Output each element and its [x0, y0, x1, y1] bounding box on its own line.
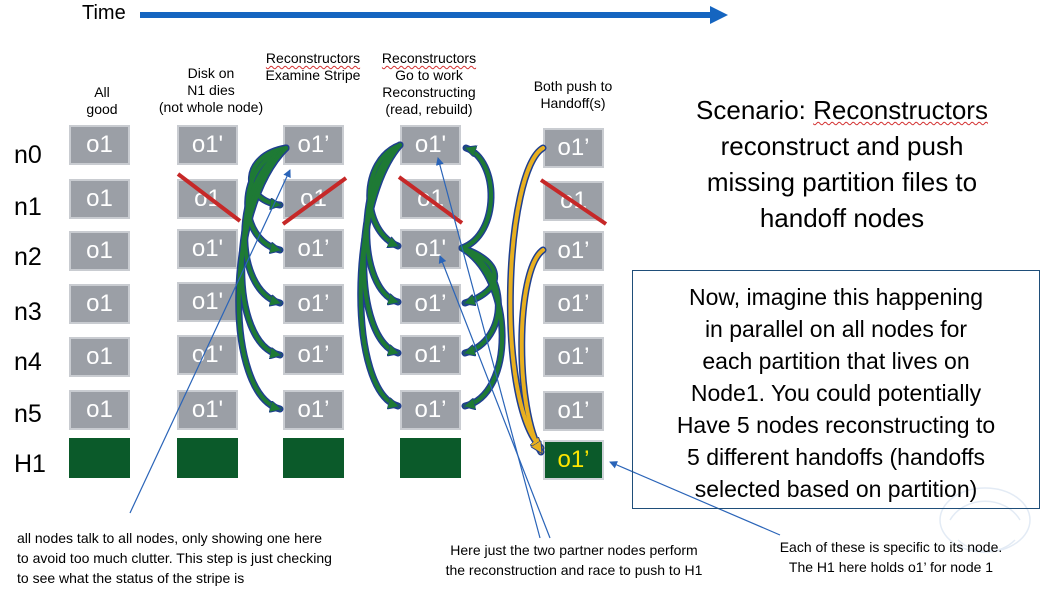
- header-line: Disk on: [187, 65, 235, 81]
- cell-c3-n5: o1’: [283, 390, 344, 430]
- scenario-word: Reconstructors: [813, 95, 988, 125]
- cell-c2-n4: o1': [177, 335, 238, 375]
- scenario-line-3: missing partition files to: [706, 167, 978, 197]
- note-partner-nodes: Here just the two partner nodes perform …: [414, 540, 734, 580]
- cell-c3-n0: o1’: [283, 125, 344, 165]
- cell-c1-n2: o1: [69, 231, 130, 271]
- cell-c1-h1: [69, 438, 130, 478]
- cell-c3-n2: o1’: [283, 229, 344, 269]
- header-line: (not whole node): [158, 99, 264, 115]
- note-line: to avoid too much clutter. This step is …: [17, 550, 332, 566]
- cell-c5-n5: o1’: [543, 391, 604, 431]
- x-mark-c4: [397, 175, 464, 225]
- cell-c4-n2: o1': [400, 229, 461, 269]
- callout-lines: [129, 157, 781, 539]
- header-line: (read, rebuild): [385, 101, 473, 117]
- cell-c2-n2: o1': [177, 229, 238, 269]
- header-line: good: [86, 101, 118, 117]
- note-line: all nodes talk to all nodes, only showin…: [17, 530, 323, 546]
- x-mark-c2: [176, 172, 242, 223]
- row-label-n1: n1: [14, 193, 42, 221]
- parallel-note-box: Now, imagine this happening in parallel …: [632, 270, 1040, 509]
- row-label-n4: n4: [14, 348, 42, 376]
- scenario-text: Scenario: Reconstructors reconstruct and…: [648, 92, 1036, 236]
- cell-c5-n0: o1’: [543, 128, 604, 168]
- header-push-handoff: Both push to Handoff(s): [514, 78, 632, 112]
- note-line: Each of these is specific to its node.: [779, 539, 1003, 555]
- cell-c4-n5: o1’: [400, 390, 461, 430]
- header-line: Examine Stripe: [265, 67, 361, 83]
- cell-c4-h1: [400, 438, 461, 478]
- cell-c1-n5: o1: [69, 390, 130, 430]
- note-line: the reconstruction and race to push to H…: [445, 562, 703, 578]
- row-label-n2: n2: [14, 243, 42, 271]
- header-examine-stripe: Reconstructors Examine Stripe: [252, 50, 374, 84]
- push-arrows: [506, 144, 547, 456]
- cell-c1-n3: o1: [69, 284, 130, 324]
- header-go-to-work: Reconstructors Go to work Reconstructing…: [370, 50, 488, 118]
- header-line: All: [94, 84, 110, 100]
- cell-c3-n3: o1’: [283, 284, 344, 324]
- header-line: Go to work: [395, 67, 463, 83]
- note-line: to see what the status of the stripe is: [17, 570, 245, 586]
- scenario-line-2: reconstruct and push: [720, 131, 964, 161]
- header-disk-dies: Disk on N1 dies (not whole node): [146, 65, 276, 116]
- cell-c1-n1: o1: [69, 179, 130, 219]
- header-line: Reconstructors: [265, 50, 361, 66]
- time-arrowhead: [710, 6, 728, 24]
- row-label-n0: n0: [14, 141, 42, 169]
- row-label-n3: n3: [14, 298, 42, 326]
- cell-c3-h1: [283, 438, 344, 478]
- cell-c2-n0: o1': [177, 125, 238, 165]
- box-line: each partition that lives on: [702, 348, 970, 374]
- cell-c1-n4: o1: [69, 337, 130, 377]
- cell-c2-h1: [177, 438, 238, 478]
- watermark-doodle: [939, 487, 1031, 553]
- note-line: Here just the two partner nodes perform: [450, 542, 698, 558]
- box-line: Node1. You could potentially: [690, 380, 982, 406]
- note-node-specific: Each of these is specific to its node. T…: [746, 537, 1036, 577]
- header-line: Handoff(s): [540, 95, 606, 111]
- x-mark-c5: [539, 178, 608, 226]
- cell-c1-n0: o1: [69, 125, 130, 165]
- cell-c5-n3: o1’: [543, 284, 604, 324]
- examine-arrows: [235, 144, 290, 409]
- x-mark-c3: [281, 176, 348, 226]
- header-all-good: All good: [72, 84, 132, 118]
- header-line: Reconstructors: [381, 50, 477, 66]
- row-label-n5: n5: [14, 400, 42, 428]
- box-line: 5 different handoffs (handoffs: [687, 444, 985, 470]
- cell-c2-n5: o1': [177, 390, 238, 430]
- scenario-line-1: Scenario: Reconstructors: [648, 92, 1036, 128]
- scenario-prefix: Scenario:: [696, 95, 814, 125]
- cell-c5-h1: o1’: [543, 440, 604, 480]
- header-line: Both push to: [533, 78, 613, 94]
- time-label: Time: [82, 2, 126, 24]
- box-line: Have 5 nodes reconstructing to: [676, 412, 996, 438]
- cell-c4-n4: o1’: [400, 335, 461, 375]
- header-line: N1 dies: [187, 82, 235, 98]
- cell-c4-n0: o1': [400, 125, 461, 165]
- cell-c5-n4: o1’: [543, 337, 604, 377]
- box-line: Now, imagine this happening: [688, 284, 984, 310]
- cell-c3-n4: o1’: [283, 335, 344, 375]
- header-line: Reconstructing: [382, 84, 476, 100]
- cell-c4-n3: o1’: [400, 284, 461, 324]
- note-line: The H1 here holds o1’ for node 1: [788, 559, 994, 575]
- reconstruct-arrows: [357, 141, 506, 406]
- cell-c5-n2: o1’: [543, 231, 604, 271]
- box-line: in parallel on all nodes for: [704, 316, 968, 342]
- box-line: selected based on partition): [694, 476, 978, 502]
- row-label-h1: H1: [14, 450, 46, 478]
- note-all-nodes: all nodes talk to all nodes, only showin…: [17, 528, 417, 588]
- scenario-line-4: handoff nodes: [759, 203, 925, 233]
